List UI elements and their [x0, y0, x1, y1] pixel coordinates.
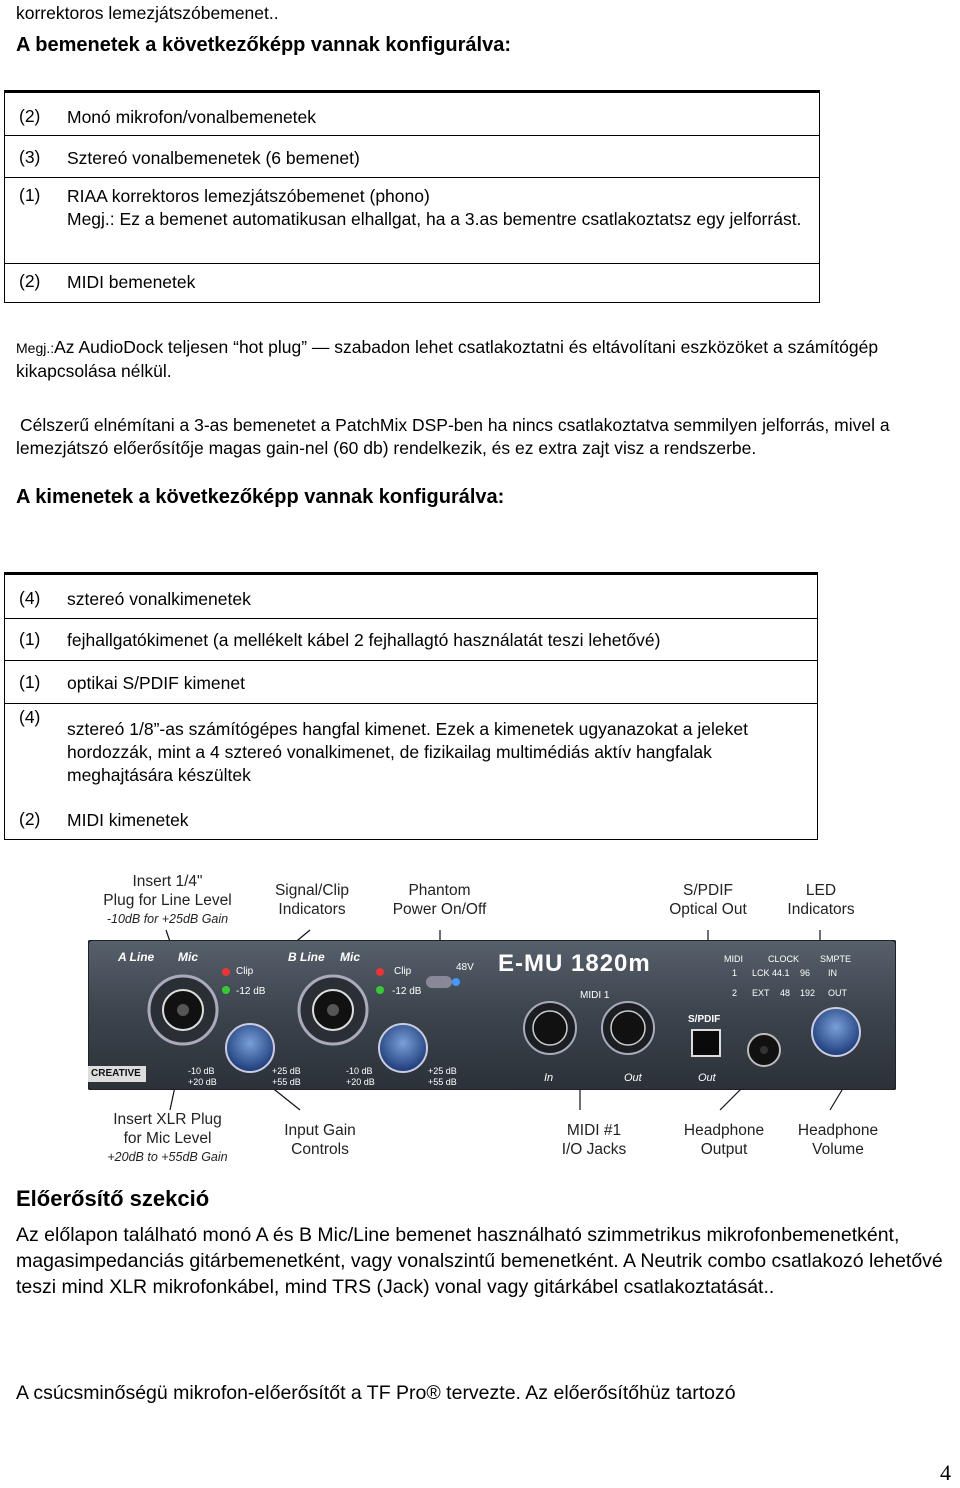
row-count: (1) [19, 672, 41, 692]
gain-range-b-high: +25 dB [428, 1066, 457, 1076]
clip-label: Clip [236, 966, 254, 977]
led-ext: EXT [752, 988, 770, 998]
last-paragraph: A csúcsminőségü mikrofon-előerősítőt a T… [16, 1382, 736, 1404]
row-text: MIDI bemenetek [67, 272, 196, 292]
table-row: (2) MIDI bemenetek [5, 264, 819, 304]
row-note: Megj.: Ez a bemenet automatikusan elhall… [67, 209, 802, 229]
gain-range-a-mic-low: +20 dB [188, 1077, 217, 1087]
minus12-label: -12 dB [236, 986, 266, 997]
input-b-label: B Line [288, 950, 325, 964]
table-row: (2) MIDI kimenetek [5, 801, 817, 841]
led-96: 96 [800, 968, 811, 978]
outputs-heading: A kimenetek a következőképp vannak konfi… [16, 486, 505, 508]
figure-top-label: Phantom Power On/Off [392, 882, 487, 918]
figure-top-label: Insert 1/4" Plug for Line Level -10dB fo… [103, 873, 232, 926]
creative-logo: CREATIVE [91, 1068, 141, 1079]
hotplug-note: Megj.:Az AudioDock teljesen “hot plug” —… [16, 336, 916, 383]
figure-top-label: LED Indicators [787, 882, 855, 918]
gain-range-b-mic-high: +55 dB [428, 1077, 457, 1087]
row-text: fejhallgatókimenet (a mellékelt kábel 2 … [67, 630, 661, 650]
led-2: 2 [732, 988, 738, 998]
row-text: MIDI kimenetek [67, 810, 189, 830]
midi-in-label: In [544, 1072, 554, 1084]
row-count: (2) [19, 271, 41, 291]
note-prefix: Megj.: [16, 340, 55, 356]
gain-range-a-mic-high: +55 dB [272, 1077, 301, 1087]
row-text: Sztereó vonalbemenetek (6 bemenet) [67, 148, 360, 168]
table-row: (4) sztereó 1/8”-as számítógépes hangfal… [5, 704, 817, 799]
inputs-table: (2) Monó mikrofon/vonalbemenetek (3) Szt… [4, 90, 820, 303]
minus12-label: -12 dB [392, 986, 422, 997]
section-paragraph: Az előlapon található monó A és B Mic/Li… [16, 1224, 943, 1298]
row-text: Monó mikrofon/vonalbemenetek [67, 107, 317, 127]
row-count: (3) [19, 147, 41, 167]
led-in: IN [828, 968, 837, 978]
led-192: 192 [800, 988, 816, 998]
row-text: optikai S/PDIF kimenet [67, 673, 245, 693]
figure-top-label: S/PDIF Optical Out [669, 882, 747, 918]
device-panel-art [87, 939, 897, 1091]
gain-range-b-low: -10 dB [346, 1066, 373, 1076]
gain-range-a-low: -10 dB [188, 1066, 215, 1076]
table-row: (1) fejhallgatókimenet (a mellékelt kábe… [5, 619, 817, 661]
table-row: (3) Sztereó vonalbemenetek (6 bemenet) [5, 136, 819, 178]
table-row: (4) sztereó vonalkimenetek [5, 575, 817, 619]
page-number: 4 [940, 1460, 951, 1485]
midi1-label: MIDI 1 [580, 990, 610, 1001]
figure-bottom-label: MIDI #1 I/O Jacks [561, 1122, 627, 1158]
led-midi: MIDI [724, 954, 743, 964]
input-a-mic: Mic [178, 950, 199, 964]
figure-top-label: Signal/Clip Indicators [274, 882, 350, 918]
brand-logo: E-MU 1820m [498, 950, 651, 977]
row-count: (2) [19, 809, 41, 829]
row-text: sztereó vonalkimenetek [67, 589, 251, 609]
outputs-table: (4) sztereó vonalkimenetek (1) fejhallga… [4, 572, 818, 840]
led-smpte: SMPTE [820, 954, 852, 964]
gain-range-b-mic-low: +20 dB [346, 1077, 375, 1087]
device-panel: A Line Mic B Line Mic Clip -12 dB Clip -… [87, 939, 897, 1091]
row-text: sztereó 1/8”-as számítógépes hangfal kim… [67, 719, 748, 785]
table-row: (1) optikai S/PDIF kimenet [5, 661, 817, 704]
note-text: Az AudioDock teljesen “hot plug” — szaba… [16, 337, 879, 381]
row-text: RIAA korrektoros lemezjátszóbemenet (pho… [67, 186, 430, 206]
led-clock: CLOCK [768, 954, 800, 964]
midi-out-label: Out [624, 1072, 642, 1084]
spdif-label: S/PDIF [688, 1014, 721, 1025]
figure-bottom-label: Insert XLR Plug for Mic Level +20dB to +… [107, 1111, 228, 1164]
led-1: 1 [732, 968, 738, 978]
input-b-mic: Mic [340, 950, 361, 964]
table-row: (2) Monó mikrofon/vonalbemenetek [5, 93, 819, 136]
phantom-48v-label: 48V [456, 962, 474, 973]
clip-label: Clip [394, 966, 412, 977]
row-count: (2) [19, 106, 41, 126]
section-heading: Előerősítő szekció [16, 1186, 210, 1211]
row-count: (4) [19, 707, 41, 727]
figure-bottom-label: Input Gain Controls [284, 1122, 356, 1158]
intro-line: korrektoros lemezjátszóbemenet.. [16, 3, 279, 23]
led-48: 48 [780, 988, 791, 998]
figure-bottom-label: Headphone Volume [797, 1122, 879, 1158]
led-lck: LCK 44.1 [752, 968, 790, 978]
input-a-label: A Line [118, 950, 155, 964]
spdif-out-label: Out [698, 1072, 716, 1084]
inputs-heading: A bemenetek a következőképp vannak konfi… [16, 34, 511, 56]
mute-note: Célszerű elnémítani a 3-as bemenetet a P… [16, 415, 890, 458]
led-out: OUT [828, 988, 847, 998]
row-count: (1) [19, 185, 41, 205]
gain-range-a-high: +25 dB [272, 1066, 301, 1076]
figure-bottom-label: Headphone Output [683, 1122, 765, 1158]
row-count: (4) [19, 588, 41, 608]
table-row: (1) RIAA korrektoros lemezjátszóbemenet … [5, 178, 819, 264]
row-count: (1) [19, 629, 41, 649]
